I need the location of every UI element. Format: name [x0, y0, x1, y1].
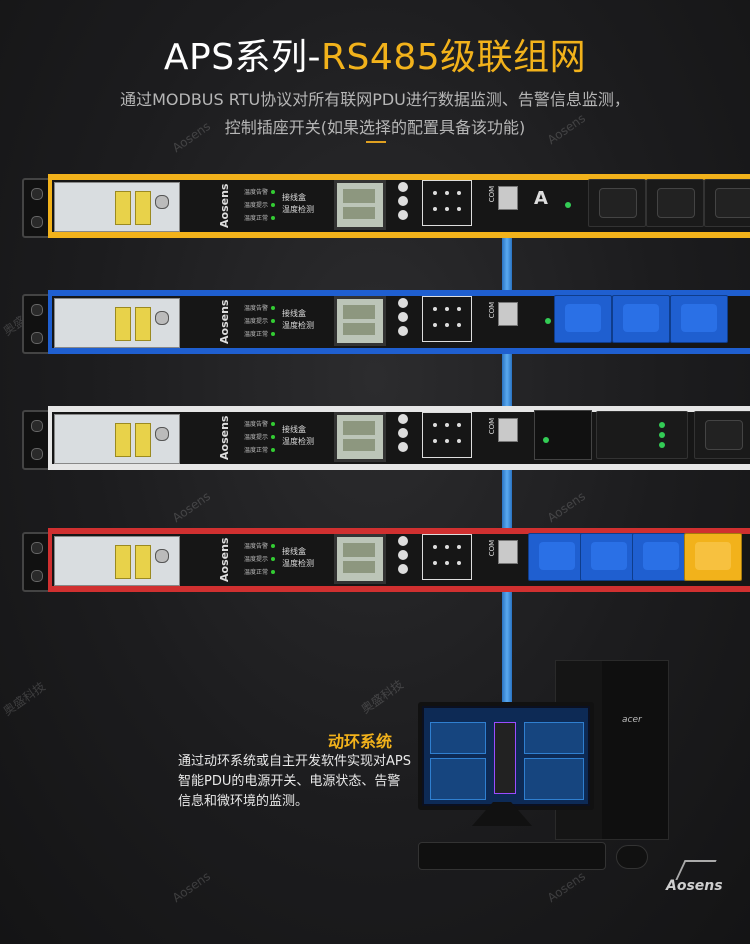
- subtitle-line-1: 通过MODBUS RTU协议对所有联网PDU进行数据监测、告警信息监测，: [120, 90, 630, 109]
- terminal-block: [54, 182, 180, 232]
- outlet: [588, 179, 646, 227]
- box-label-line: 温度检测: [282, 321, 314, 330]
- pc-brand-label: acer: [622, 715, 642, 725]
- outlet: [704, 179, 750, 227]
- brand-label: Aosens: [218, 183, 231, 229]
- box-label-line: 温度检测: [282, 205, 314, 214]
- status-led: [565, 202, 571, 208]
- pdu-unit-4: Aosens 温度告警 温度提示 温度正常 接线盒 温度检测 COM: [22, 528, 750, 592]
- monitor: [418, 702, 594, 810]
- outlet: [528, 533, 586, 581]
- junction-box-label: 接线盒 温度检测: [282, 546, 314, 570]
- led-label: 温度正常: [244, 569, 269, 576]
- mounting-bracket: [22, 178, 52, 238]
- outlet: [684, 533, 742, 581]
- rj45-port[interactable]: [498, 186, 518, 210]
- watermark: Aosens: [169, 868, 213, 906]
- outlet: [580, 533, 638, 581]
- watermark: Aosens: [169, 488, 213, 526]
- control-buttons[interactable]: [398, 414, 408, 456]
- led-label: 温度正常: [244, 215, 269, 222]
- led-label: 温度正常: [244, 447, 269, 454]
- switch-module[interactable]: [534, 410, 592, 460]
- subtitle-line-2: 控制插座开关(如果选择的配置具备该功能): [224, 118, 526, 137]
- watermark: 奥盛科技: [0, 679, 48, 719]
- outlet: [646, 179, 704, 227]
- led-label: 温度正常: [244, 331, 269, 338]
- pdu-unit-3: Aosens 温度告警 温度提示 温度正常 接线盒 温度检测 COM: [22, 406, 750, 470]
- brand-logo-icon: [675, 860, 717, 880]
- com-port-label: COM: [488, 185, 497, 203]
- control-buttons[interactable]: [398, 182, 408, 224]
- outlet: [554, 295, 612, 343]
- outlet: [632, 533, 690, 581]
- terminal-block: [54, 414, 180, 464]
- status-leds: 温度告警 温度提示 温度正常: [244, 418, 276, 457]
- rj45-port[interactable]: [498, 540, 518, 564]
- led-label: 温度告警: [244, 305, 269, 312]
- rj45-port[interactable]: [498, 302, 518, 326]
- box-label-line: 温度检测: [282, 559, 314, 568]
- monitoring-software-screen: [424, 708, 588, 804]
- control-buttons[interactable]: [398, 536, 408, 578]
- box-label-line: 接线盒: [282, 309, 306, 318]
- mouse: [616, 845, 648, 869]
- indicator-panel: [422, 412, 472, 458]
- status-leds: 温度告警 温度提示 温度正常: [244, 302, 276, 341]
- lcd-display: [334, 412, 386, 462]
- indicator-panel: [422, 180, 472, 226]
- monitoring-system-description: 通过动环系统或自主开发软件实现对APS智能PDU的电源开关、电源状态、告警信息和…: [178, 754, 411, 809]
- lcd-display: [334, 180, 386, 230]
- junction-box-label: 接线盒 温度检测: [282, 308, 314, 332]
- brand-label: Aosens: [218, 537, 231, 583]
- led-label: 温度告警: [244, 421, 269, 428]
- led-label: 温度告警: [244, 543, 269, 550]
- com-port-label: COM: [488, 301, 497, 319]
- lcd-display: [334, 296, 386, 346]
- led-label: 温度提示: [244, 318, 269, 325]
- box-label-line: 接线盒: [282, 547, 306, 556]
- indicator-panel: [422, 296, 472, 342]
- com-port-label: COM: [488, 417, 497, 435]
- switch-control-panel[interactable]: [596, 411, 688, 459]
- brand-label: Aosens: [218, 415, 231, 461]
- outlet: [612, 295, 670, 343]
- status-leds: 温度告警 温度提示 温度正常: [244, 540, 276, 579]
- keyboard: [418, 842, 606, 870]
- pdu-unit-2: Aosens 温度告警 温度提示 温度正常 接线盒 温度检测 COM: [22, 290, 750, 354]
- watermark: 奥盛科技: [358, 677, 406, 717]
- status-led: [543, 437, 549, 443]
- com-port-label: COM: [488, 539, 497, 557]
- monitoring-system-title: 动环系统: [328, 732, 393, 751]
- title-divider: [366, 141, 386, 143]
- lcd-display: [334, 534, 386, 584]
- box-label-line: 温度检测: [282, 437, 314, 446]
- title-accent: RS485级联组网: [321, 37, 587, 78]
- control-buttons[interactable]: [398, 298, 408, 340]
- outlet: [670, 295, 728, 343]
- status-leds: 温度告警 温度提示 温度正常: [244, 186, 276, 225]
- pdu-unit-1: Aosens 温度告警 温度提示 温度正常 接线盒 温度检测 COM A: [22, 174, 750, 238]
- watermark: Aosens: [544, 488, 588, 526]
- outlet: [694, 411, 750, 459]
- box-label-line: 接线盒: [282, 193, 306, 202]
- led-label: 温度提示: [244, 556, 269, 563]
- title-main: APS系列-: [163, 37, 322, 78]
- page-title: APS系列-RS485级联组网: [0, 28, 750, 80]
- terminal-block: [54, 536, 180, 586]
- junction-box-label: 接线盒 温度检测: [282, 192, 314, 216]
- box-label-line: 接线盒: [282, 425, 306, 434]
- status-led: [545, 318, 551, 324]
- led-label: 温度告警: [244, 189, 269, 196]
- phase-label: A: [534, 188, 548, 209]
- rj45-port[interactable]: [498, 418, 518, 442]
- brand-logo: Aosens: [666, 878, 723, 894]
- junction-box-label: 接线盒 温度检测: [282, 424, 314, 448]
- terminal-block: [54, 298, 180, 348]
- watermark: Aosens: [544, 868, 588, 906]
- led-label: 温度提示: [244, 434, 269, 441]
- indicator-panel: [422, 534, 472, 580]
- brand-label: Aosens: [218, 299, 231, 345]
- led-label: 温度提示: [244, 202, 269, 209]
